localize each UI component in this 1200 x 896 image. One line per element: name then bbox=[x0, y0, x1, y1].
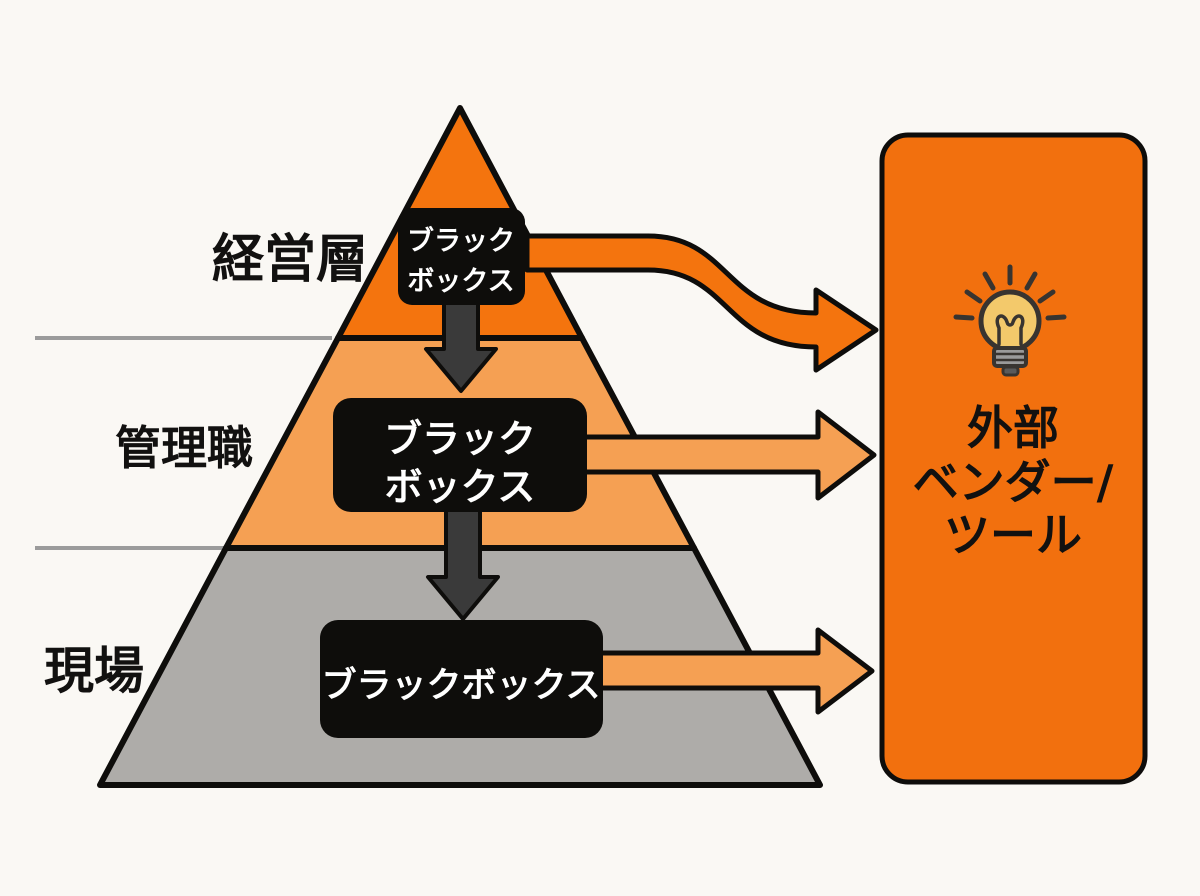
lightbulb-base bbox=[992, 346, 1028, 368]
blackbox-executive-line1: ブラック bbox=[407, 225, 515, 257]
lightbulb-icon bbox=[953, 264, 1067, 377]
arrow-field-to-vendor bbox=[592, 627, 875, 715]
panel-text-line2: ベンダー/ bbox=[913, 455, 1114, 509]
blackbox-management-line2: ボックス bbox=[385, 465, 536, 509]
lightbulb-glass bbox=[978, 289, 1042, 353]
panel-text-line1: 外部 bbox=[967, 401, 1059, 455]
blackbox-management-line1: ブラック bbox=[384, 417, 536, 461]
down-arrow-management-to-field bbox=[426, 507, 500, 621]
blackbox-executive bbox=[398, 208, 525, 305]
lightbulb-rays bbox=[953, 264, 1067, 321]
arrow-management-to-vendor bbox=[577, 409, 877, 501]
curved-arrow-executive-to-vendor bbox=[524, 233, 879, 373]
panel-text-line3: ツール bbox=[944, 508, 1082, 562]
lightbulb-tip bbox=[1001, 365, 1020, 377]
blackbox-management bbox=[333, 398, 587, 512]
down-arrow-executive-to-management bbox=[424, 300, 498, 393]
level-label-executive: 経営層 bbox=[212, 230, 368, 290]
blackbox-field-line1: ブラックボックス bbox=[322, 665, 601, 706]
level-label-field: 現場 bbox=[44, 642, 144, 700]
external-vendor-panel bbox=[879, 132, 1148, 785]
blackbox-executive-line2: ボックス bbox=[407, 266, 514, 297]
level-label-management: 管理職 bbox=[115, 421, 253, 475]
lightbulb-filament bbox=[995, 314, 1025, 346]
blackbox-field bbox=[320, 620, 603, 738]
